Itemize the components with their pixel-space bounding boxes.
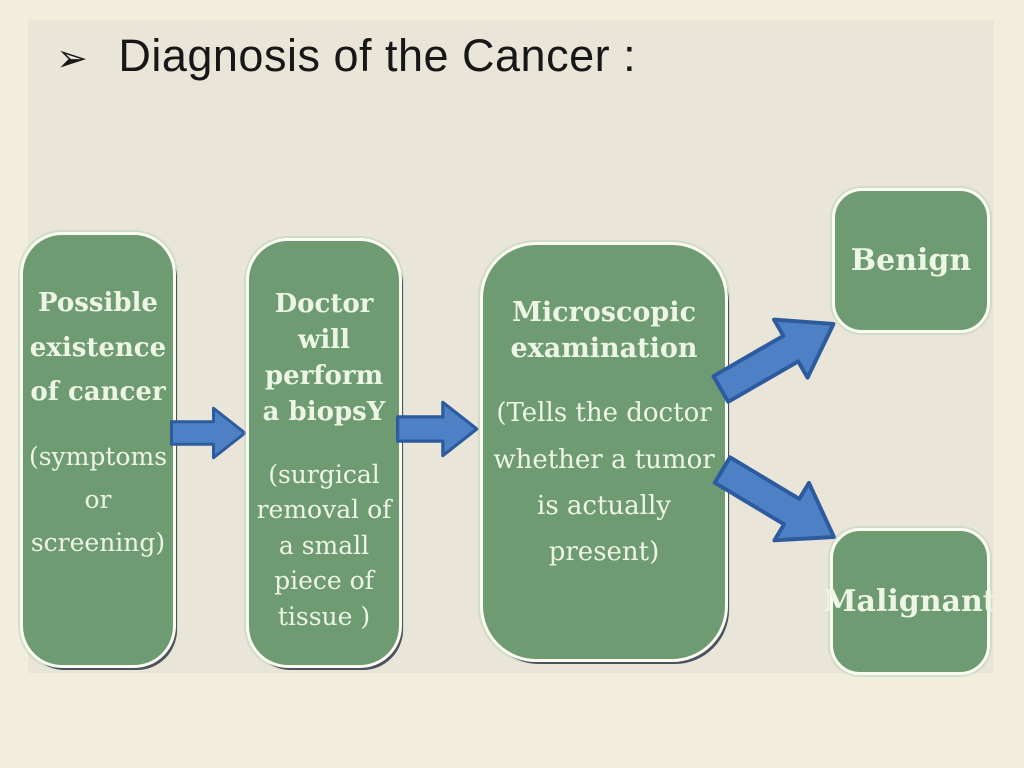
step-detail: (Tells the doctor whether a tumor is act… (493, 398, 715, 568)
outcome-malignant: Malignant (823, 528, 997, 675)
arrow-up-right-icon (697, 284, 860, 427)
arrow-right-icon (396, 392, 480, 466)
step-heading: Microscopic examination (510, 297, 698, 364)
slide-title: ➢ Diagnosis of the Cancer : (56, 30, 636, 82)
arrowhead-bullet-icon: ➢ (56, 38, 89, 80)
flow-step-possible-existence: Possible existence of cancer (symptoms o… (20, 232, 176, 668)
page-title: Diagnosis of the Cancer : (118, 30, 637, 81)
slide-content-area: Possible existence of cancer (symptoms o… (20, 20, 997, 675)
outcome-label: Benign (850, 243, 972, 278)
arrow-down-right-icon (698, 432, 861, 577)
step-detail: (symptoms or screening) (28, 442, 168, 558)
outcome-label: Malignant (823, 584, 997, 619)
flow-step-biopsy: Doctor will perform a biopsY (surgical r… (246, 238, 402, 668)
step-heading: Possible existence of cancer (29, 288, 167, 408)
step-detail: (surgical removal of a small piece of ti… (256, 459, 392, 631)
step-heading: Doctor will perform a biopsY (262, 289, 386, 427)
outcome-benign: Benign (832, 188, 990, 333)
arrow-right-icon (170, 396, 248, 470)
flow-step-microscopic-examination: Microscopic examination (Tells the docto… (480, 242, 728, 662)
